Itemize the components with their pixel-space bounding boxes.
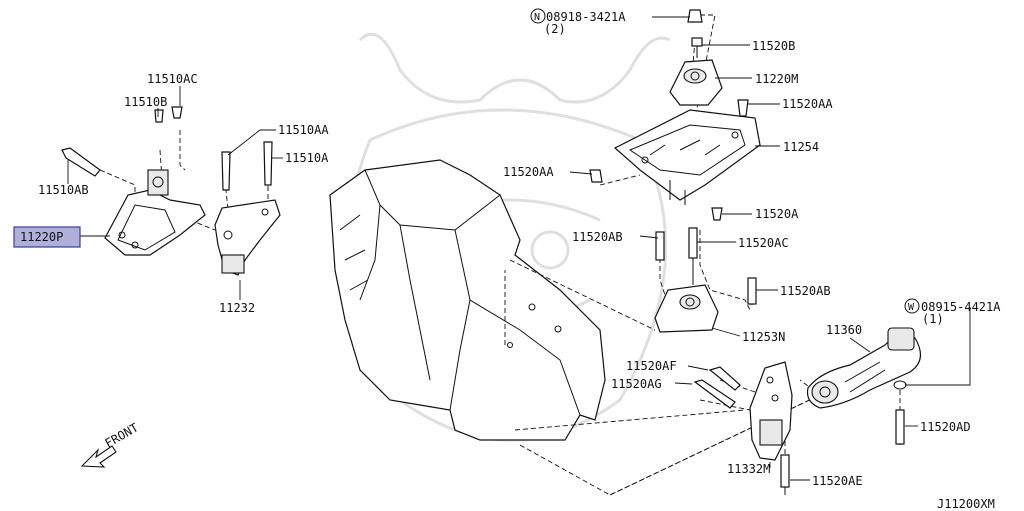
- torque-rod-11360: [806, 327, 921, 445]
- svg-text:N: N: [534, 12, 540, 23]
- label-11360[interactable]: 11360: [826, 323, 862, 337]
- leader-lines: [67, 16, 971, 481]
- label-11520B[interactable]: 11520B: [752, 39, 795, 53]
- label-11220P[interactable]: 11220P: [20, 230, 63, 244]
- w-symbol: W: [904, 298, 920, 314]
- label-11520A[interactable]: 11520A: [755, 207, 799, 221]
- bracket-11332M: [693, 361, 793, 495]
- front-arrow-icon: [80, 445, 117, 468]
- label-08915-4421A[interactable]: 08915-4421A: [921, 300, 1001, 314]
- label-08918-3421A[interactable]: 08918-3421A: [546, 10, 626, 24]
- insulator-11220M: [669, 9, 723, 106]
- label-11510A[interactable]: 11510A: [285, 151, 329, 165]
- highlight-box-11220P[interactable]: [13, 226, 81, 248]
- label-11520AD[interactable]: 11520AD: [920, 420, 971, 434]
- label-11232[interactable]: 11232: [219, 301, 255, 315]
- n-symbol: N: [530, 8, 546, 24]
- diagram-code: J11200XM: [937, 497, 995, 511]
- label-11510B[interactable]: 11510B: [124, 95, 167, 109]
- label-11510AC[interactable]: 11510AC: [147, 72, 198, 86]
- label-11520AC[interactable]: 11520AC: [738, 236, 789, 250]
- label-11520AA-mid[interactable]: 11520AA: [503, 165, 554, 179]
- label-11510AA[interactable]: 11510AA: [278, 123, 329, 137]
- label-11520AB-left[interactable]: 11520AB: [572, 230, 623, 244]
- bracket-11232: [214, 141, 281, 276]
- label-11253N[interactable]: 11253N: [742, 330, 785, 344]
- svg-text:W: W: [908, 302, 915, 313]
- label-11254[interactable]: 11254: [783, 140, 819, 154]
- bracket-11253N: [654, 227, 757, 333]
- mount-11220P: [61, 106, 206, 256]
- label-11520AA-top[interactable]: 11520AA: [782, 97, 833, 111]
- label-11520AE[interactable]: 11520AE: [812, 474, 863, 488]
- label-qty-2: (2): [544, 22, 566, 36]
- label-11220M[interactable]: 11220M: [755, 72, 798, 86]
- label-11520AF[interactable]: 11520AF: [626, 359, 677, 373]
- label-qty-1: (1): [922, 312, 944, 326]
- label-11520AG[interactable]: 11520AG: [611, 377, 662, 391]
- front-label: FRONT: [103, 420, 141, 450]
- engine-block: [329, 159, 606, 441]
- bracket-11254: [589, 99, 761, 221]
- label-11332M[interactable]: 11332M: [727, 462, 770, 476]
- label-11520AB-right[interactable]: 11520AB: [780, 284, 831, 298]
- label-11510AB[interactable]: 11510AB: [38, 183, 89, 197]
